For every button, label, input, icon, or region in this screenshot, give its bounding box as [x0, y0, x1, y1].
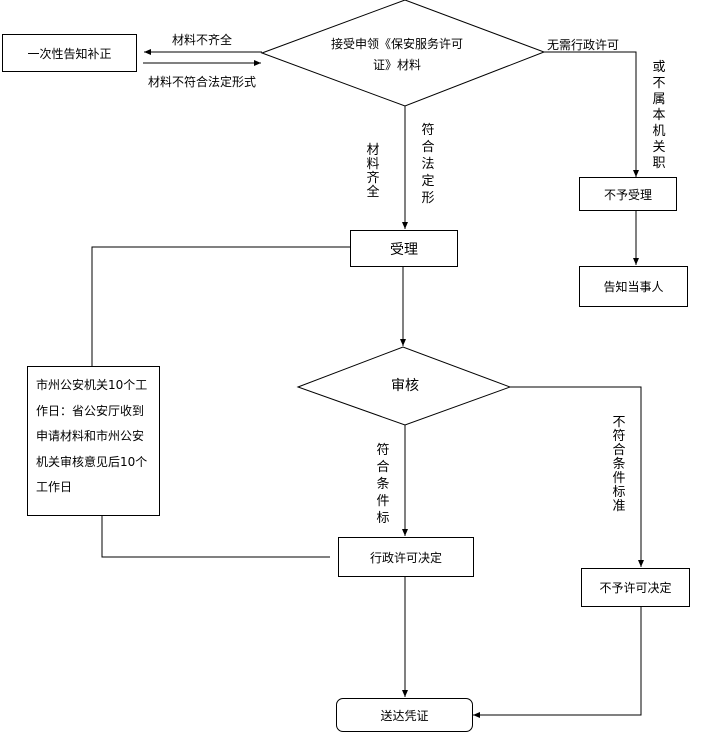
- not-meets-label: 不符合条件标准: [612, 415, 626, 514]
- time-note-box: 市州公安机关10个工 作日：省公安厅收到 申请材料和市州公安 机关审核意见后10…: [27, 366, 160, 516]
- deliver-box: 送达凭证: [336, 698, 473, 732]
- accept-box: 受理: [350, 230, 458, 267]
- meets-label: 符合条件标: [376, 443, 390, 526]
- reject-accept-box: 不予受理: [579, 177, 677, 211]
- nonconform-label: 材料不符合法定形式: [148, 75, 257, 89]
- deny-box: 不予许可决定: [581, 568, 690, 607]
- start-node-label: 接受申领《保安服务许可证》材料: [322, 34, 472, 76]
- start-line-2: 证》材料: [372, 58, 421, 72]
- incomplete-label: 材料不齐全: [172, 33, 233, 47]
- decision-box: 行政许可决定: [338, 537, 474, 577]
- time-note-line: 市州公安机关10个工: [36, 378, 148, 392]
- notify-box: 告知当事人: [579, 266, 688, 307]
- time-note-line: 工作日: [36, 480, 73, 494]
- review-label: 审核: [391, 378, 419, 394]
- complete-label: 材料齐全: [366, 143, 380, 200]
- conform-label: 符合法定形: [421, 123, 435, 206]
- time-note-line: 机关审核意见后10个: [36, 454, 148, 469]
- time-note-line: 申请材料和市州公安: [36, 429, 145, 443]
- not-jurisdiction-label: 或不属本机关职: [652, 60, 666, 171]
- start-line-1: 接受申领《保安服务许可: [330, 37, 463, 51]
- time-note-line: 作日：省公安厅收到: [36, 403, 145, 418]
- no-permit-label: 无需行政许可: [547, 38, 620, 52]
- correction-box: 一次性告知补正: [2, 34, 137, 72]
